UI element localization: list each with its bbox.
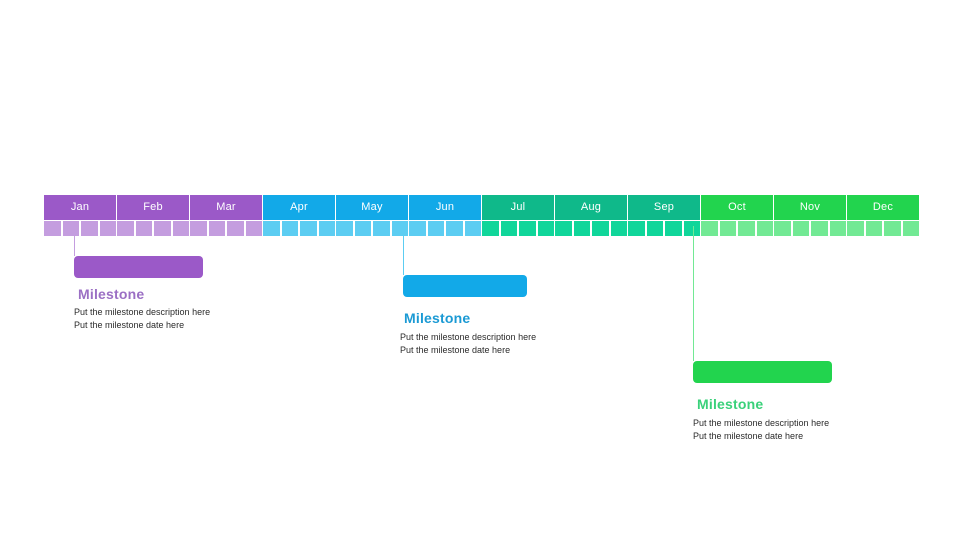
week-tick [62,221,79,236]
milestone-date-text: Put the milestone date here [693,430,804,441]
week-band [44,221,919,236]
week-tick [738,221,755,236]
week-tick [646,221,663,236]
milestone-description-text: Put the milestone description here [693,418,830,428]
week-tick [774,221,791,236]
week-tick [500,221,517,236]
month-header-feb[interactable]: Feb [117,195,189,220]
week-tick [865,221,882,236]
week-tick [884,221,901,236]
milestone-bar[interactable] [403,275,527,297]
week-tick [665,221,682,236]
week-tick [391,221,408,236]
week-tick [227,221,244,236]
week-tick [555,221,572,236]
month-header-aug[interactable]: Aug [555,195,627,220]
week-tick [719,221,736,236]
week-tick [373,221,390,236]
week-tick [190,221,207,236]
month-header-mar[interactable]: Mar [190,195,262,220]
week-tick [300,221,317,236]
month-header-dec[interactable]: Dec [847,195,919,220]
week-tick [537,221,554,236]
week-tick [427,221,444,236]
milestone-bar[interactable] [74,256,203,278]
milestone-title: Milestone [404,310,471,326]
milestone-connector-line [403,226,404,275]
week-tick [81,221,98,236]
week-tick [135,221,152,236]
week-tick [701,221,718,236]
week-tick [573,221,590,236]
month-header-may[interactable]: May [336,195,408,220]
week-tick [464,221,481,236]
week-tick [628,221,645,236]
week-tick [610,221,627,236]
week-tick [482,221,499,236]
week-tick [683,221,700,236]
month-header-sep[interactable]: Sep [628,195,700,220]
week-tick [354,221,371,236]
week-tick [829,221,846,236]
milestone-description-text: Put the milestone description here [74,307,211,317]
month-header-apr[interactable]: Apr [263,195,335,220]
week-tick [245,221,262,236]
week-tick [792,221,809,236]
month-header-jan[interactable]: Jan [44,195,116,220]
week-tick [318,221,335,236]
month-header-nov[interactable]: Nov [774,195,846,220]
week-tick [902,221,919,236]
week-tick [117,221,134,236]
week-tick [172,221,189,236]
week-tick [44,221,61,236]
milestone-date-text: Put the milestone date here [74,319,185,330]
week-tick [409,221,426,236]
milestone-date-text: Put the milestone date here [400,344,511,355]
week-tick [756,221,773,236]
milestone-bar[interactable] [693,361,832,383]
week-tick [99,221,116,236]
milestone-title: Milestone [78,286,145,302]
week-tick [208,221,225,236]
week-tick [336,221,353,236]
month-header-jun[interactable]: Jun [409,195,481,220]
milestone-connector-line [693,226,694,361]
milestone-description-text: Put the milestone description here [400,332,537,342]
week-tick [592,221,609,236]
week-tick [811,221,828,236]
week-tick [281,221,298,236]
month-header-oct[interactable]: Oct [701,195,773,220]
month-header-jul[interactable]: Jul [482,195,554,220]
milestone-connector-line [74,226,75,256]
week-tick [847,221,864,236]
week-tick [446,221,463,236]
week-tick [263,221,280,236]
week-tick [519,221,536,236]
week-tick [154,221,171,236]
milestone-title: Milestone [697,396,764,412]
